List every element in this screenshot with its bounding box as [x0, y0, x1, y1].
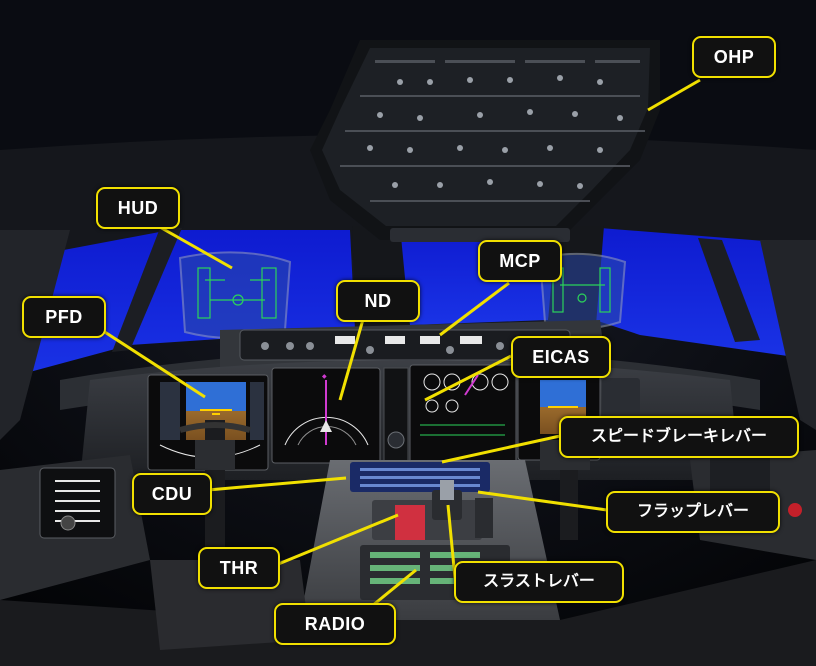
callout-thrust-lever: スラストレバー	[454, 561, 624, 603]
callout-speedbrake-lever: スピードブレーキレバー	[559, 416, 799, 458]
captain-control-column	[179, 420, 251, 550]
callout-cdu: CDU	[132, 473, 212, 515]
callout-hud: HUD	[96, 187, 180, 229]
left-side-console	[0, 455, 150, 600]
overhead-panel	[310, 40, 660, 242]
svg-text:◆: ◆	[322, 374, 327, 380]
callout-flap-lever: フラップレバー	[606, 491, 780, 533]
callout-thr: THR	[198, 547, 280, 589]
callout-mcp: MCP	[478, 240, 562, 282]
eicas-display	[409, 364, 517, 464]
callout-nd: ND	[336, 280, 420, 322]
nd-display: ◆	[271, 367, 381, 464]
hud-left-combiner	[178, 251, 292, 340]
callout-ohp: OHP	[692, 36, 776, 78]
mode-control-panel	[239, 329, 571, 361]
callout-pfd: PFD	[22, 296, 106, 338]
callout-eicas: EICAS	[511, 336, 611, 378]
callout-radio: RADIO	[274, 603, 396, 645]
